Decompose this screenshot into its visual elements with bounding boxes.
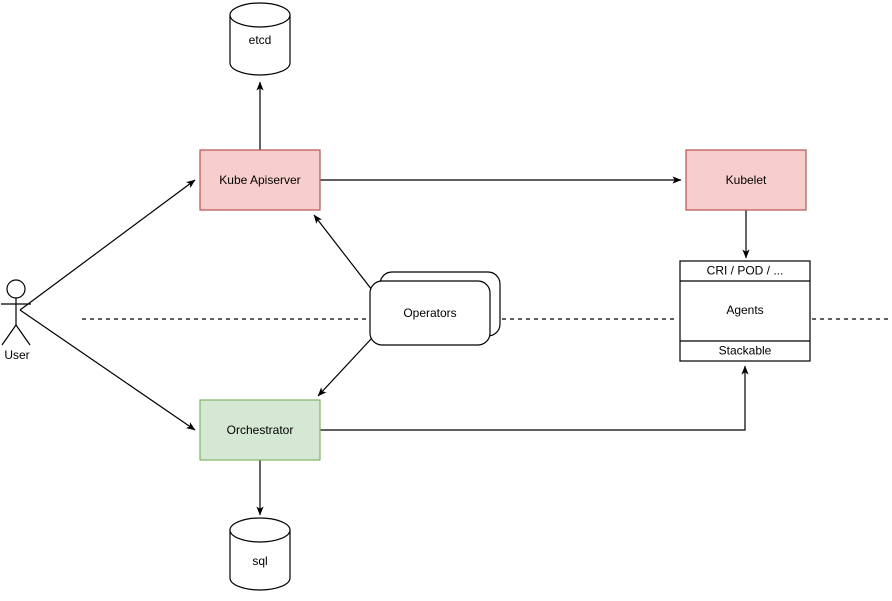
node-sql[interactable]: sql [229, 517, 291, 591]
node-orchestrator[interactable]: Orchestrator [199, 399, 321, 461]
node-kubelet-label: Kubelet [726, 173, 767, 187]
agents-footer-label: Stackable [719, 344, 772, 358]
sql-cylinder-body [229, 529, 291, 591]
operators-box-front [369, 280, 491, 346]
orchestrator-box [199, 399, 321, 461]
node-operators-label: Operators [403, 306, 456, 320]
edge-operators-to-orchestrator [317, 337, 373, 397]
sql-cylinder-top [229, 517, 291, 543]
agents-header-label: CRI / POD / ... [707, 264, 784, 278]
node-agents-label: Agents [726, 303, 763, 317]
edge-orchestrator-to-stackable [320, 365, 749, 431]
agents-box [679, 260, 811, 362]
actor-leg-right [15, 324, 31, 346]
node-kubelet[interactable]: Kubelet [685, 149, 807, 211]
node-operators[interactable]: Operators [369, 271, 501, 346]
actor-user[interactable]: User [1, 279, 31, 362]
edge-user-to-kube-apiserver [19, 179, 196, 311]
node-orchestrator-label: Orchestrator [227, 423, 294, 437]
node-kube-apiserver[interactable]: Kube Apiserver [199, 149, 321, 211]
kubelet-box [685, 149, 807, 211]
kube-apiserver-box [199, 149, 321, 211]
node-etcd-label: etcd [249, 33, 272, 47]
edges-group [19, 81, 750, 516]
etcd-cylinder-body [229, 14, 291, 76]
node-kube-apiserver-label: Kube Apiserver [219, 173, 300, 187]
node-etcd[interactable]: etcd [229, 2, 291, 76]
actor-head-icon [6, 279, 26, 299]
node-agents[interactable]: CRI / POD / ... Agents Stackable [679, 260, 811, 362]
actor-user-label: User [4, 348, 29, 362]
etcd-cylinder-top [229, 2, 291, 28]
edge-operators-to-kube-apiserver [313, 214, 373, 291]
edge-user-to-orchestrator [19, 309, 196, 431]
actor-leg-left [1, 324, 17, 346]
node-sql-label: sql [252, 554, 267, 568]
